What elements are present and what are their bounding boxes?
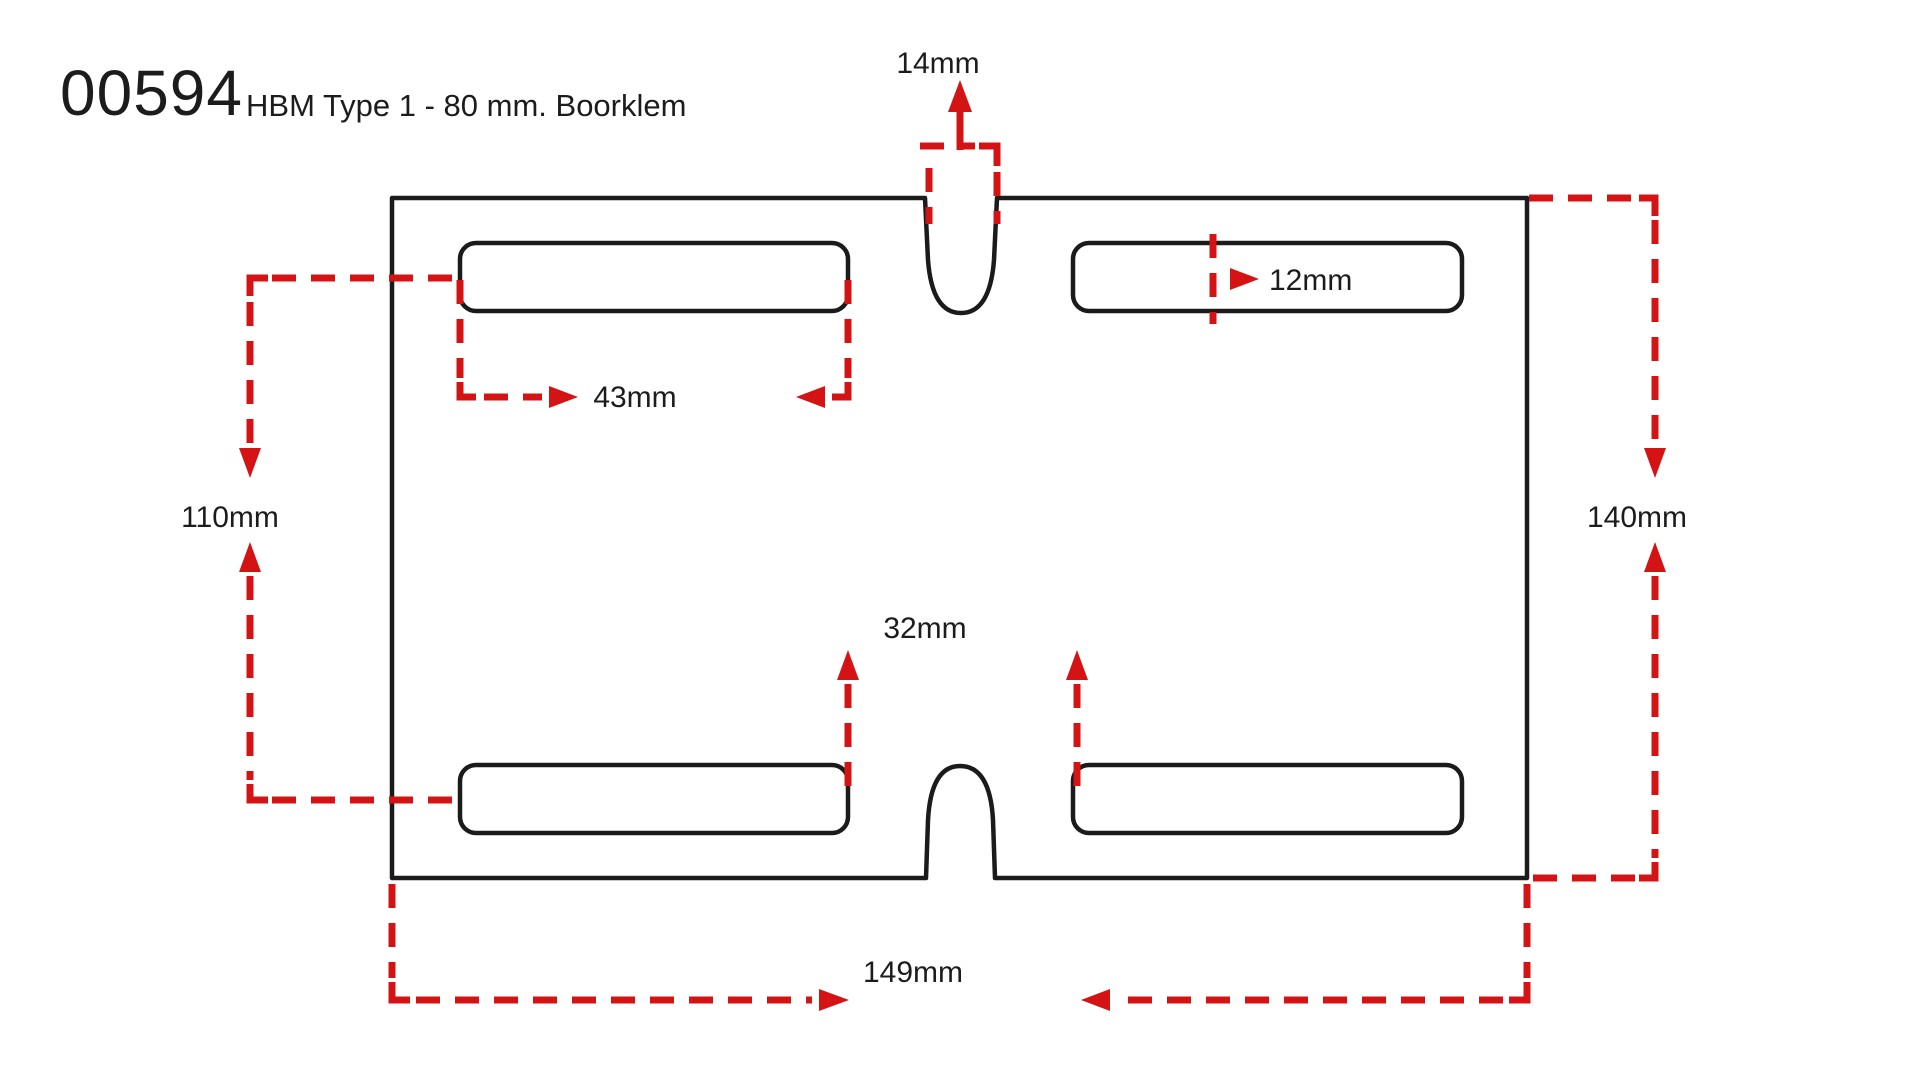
slot-bottom-left — [457, 762, 851, 836]
part-number: 00594 — [60, 57, 243, 129]
dim-label-slot-gap: 32mm — [883, 612, 966, 645]
dim-corner — [832, 382, 852, 401]
dim-corner — [1639, 194, 1659, 216]
slot-top-right — [1070, 240, 1465, 314]
arrow-left-icon — [796, 386, 825, 408]
slot-bottom-right — [1070, 762, 1465, 836]
dimension-slot-spacing: 110mm — [181, 274, 456, 804]
dim-corner — [246, 274, 268, 296]
dim-label-plate-height: 140mm — [1587, 501, 1687, 534]
arrow-right-icon — [819, 989, 849, 1011]
arrow-up-icon — [837, 650, 859, 680]
dim-label-notch-width: 14mm — [896, 47, 979, 80]
dim-label-slot-height: 12mm — [1269, 264, 1352, 297]
dimension-plate-height: 140mm — [1529, 194, 1687, 882]
dim-label-plate-width: 149mm — [863, 956, 963, 989]
arrow-right-icon — [1230, 268, 1259, 290]
dimension-slot-height: 12mm — [1209, 234, 1352, 324]
dim-corner — [246, 784, 268, 804]
slot-top-left — [457, 240, 851, 314]
dim-corner — [388, 982, 410, 1004]
arrow-up-icon — [239, 542, 261, 572]
dim-corner — [979, 142, 1001, 166]
arrow-down-icon — [239, 448, 261, 478]
arrow-left-icon — [1081, 989, 1110, 1011]
arrow-up-icon — [948, 80, 972, 112]
plate-outline — [389, 195, 1530, 881]
arrow-up-icon — [1644, 542, 1666, 572]
dim-corner — [1509, 982, 1531, 1004]
arrow-down-icon — [1644, 448, 1666, 478]
dim-label-slot-spacing: 110mm — [181, 501, 279, 534]
arrow-right-icon — [549, 386, 578, 408]
dim-corner — [456, 382, 476, 401]
dim-corner — [1639, 862, 1659, 882]
dim-label-slot-length: 43mm — [593, 381, 676, 414]
dimension-notch-width: 14mm — [896, 47, 1001, 224]
part-title: HBM Type 1 - 80 mm. Boorklem — [246, 88, 687, 123]
dimension-slot-length: 43mm — [456, 280, 852, 414]
dimension-slot-gap: 32mm — [837, 612, 1088, 794]
dimension-plate-width: 149mm — [388, 884, 1531, 1011]
arrow-up-icon — [1066, 650, 1088, 680]
